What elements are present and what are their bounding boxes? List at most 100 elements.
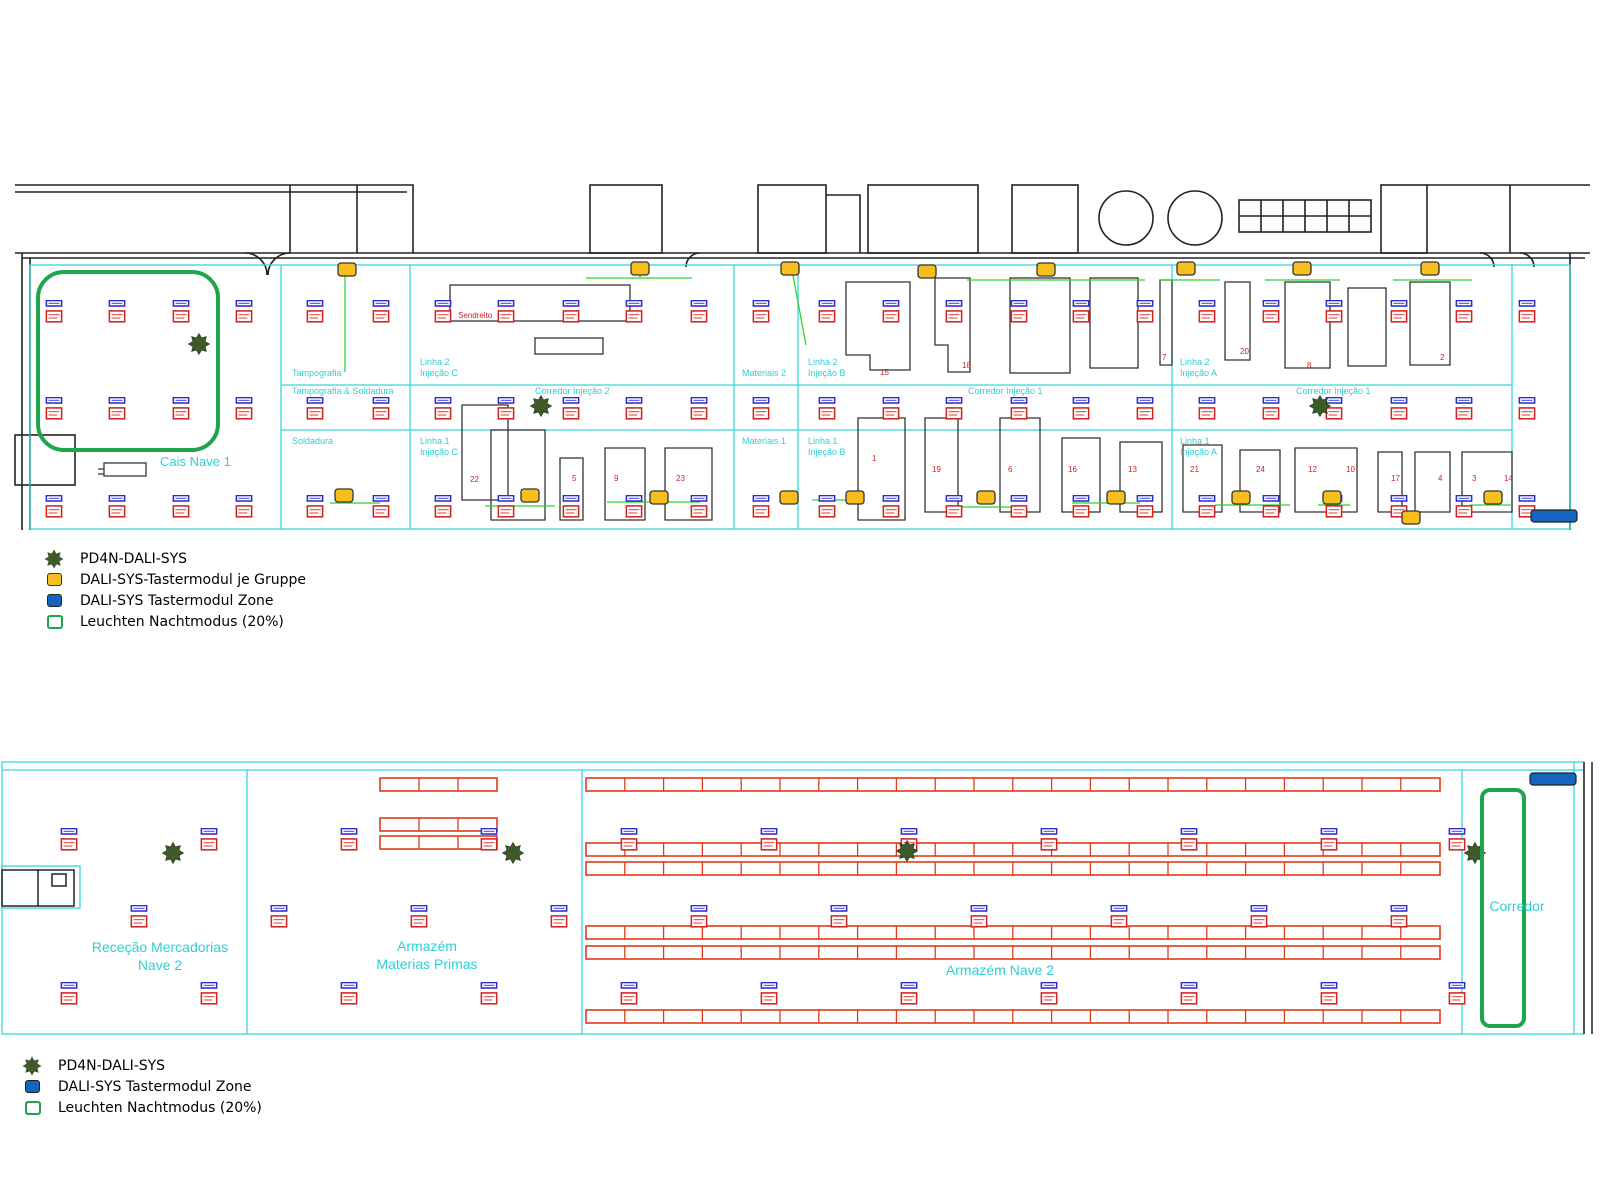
luminaire-icon bbox=[108, 397, 126, 420]
luminaire-icon bbox=[562, 495, 580, 518]
luminaire-icon bbox=[1198, 300, 1216, 323]
luminaire-icon bbox=[1198, 495, 1216, 518]
luminaire-icon bbox=[172, 495, 190, 518]
legend-label: PD4N-DALI-SYS bbox=[58, 1058, 166, 1074]
machine-number: 17 bbox=[1391, 474, 1400, 483]
zone-label: Materiais 1 bbox=[742, 436, 786, 446]
machine-number: 7 bbox=[1162, 353, 1167, 362]
night-mode-icon bbox=[25, 1101, 41, 1115]
zone-label: Corredor Injeção 1 bbox=[1296, 386, 1371, 396]
plan-2-right-wall bbox=[1583, 762, 1593, 1034]
zone-label: Armazém Nave 2 bbox=[946, 962, 1054, 978]
sensor-icon bbox=[22, 1056, 42, 1076]
zone-pushbutton-icon bbox=[1530, 509, 1578, 523]
luminaire-icon bbox=[818, 397, 836, 420]
zone-label: Corredor Injeção 2 bbox=[535, 386, 610, 396]
luminaire-icon bbox=[235, 300, 253, 323]
luminaire-icon bbox=[1250, 905, 1268, 928]
zone-label: Armazém bbox=[397, 938, 457, 954]
plan-1-building-walls bbox=[14, 184, 1590, 530]
luminaire-icon bbox=[1448, 982, 1466, 1005]
machine-number: 8 bbox=[1307, 361, 1312, 370]
luminaire-icon bbox=[562, 397, 580, 420]
machine-number: 13 bbox=[1128, 465, 1137, 474]
luminaire-icon bbox=[882, 495, 900, 518]
luminaire-icon bbox=[900, 982, 918, 1005]
luminaire-icon bbox=[945, 397, 963, 420]
night-mode-icon bbox=[47, 615, 63, 629]
zone-label: Corredor bbox=[1489, 898, 1545, 914]
luminaire-icon bbox=[200, 982, 218, 1005]
luminaire-icon bbox=[1180, 982, 1198, 1005]
luminaire-icon bbox=[1010, 397, 1028, 420]
luminaire-icon bbox=[1262, 495, 1280, 518]
luminaire-icon bbox=[1320, 982, 1338, 1005]
luminaire-icon bbox=[1455, 495, 1473, 518]
machine-number: 12 bbox=[1308, 465, 1317, 474]
luminaire-icon bbox=[752, 495, 770, 518]
luminaire-icon bbox=[818, 300, 836, 323]
luminaire-icon bbox=[818, 495, 836, 518]
luminaire-icon bbox=[1010, 300, 1028, 323]
machine-number: 21 bbox=[1190, 465, 1199, 474]
plan-2-boundaries bbox=[1, 761, 1585, 1035]
luminaire-icon bbox=[945, 300, 963, 323]
legend-label: Leuchten Nachtmodus (20%) bbox=[58, 1100, 262, 1116]
luminaire-icon bbox=[550, 905, 568, 928]
machine-number: 2 bbox=[1440, 353, 1445, 362]
zone-label: Receção Mercadorias bbox=[92, 939, 228, 955]
zone-label: Injeção B bbox=[808, 368, 846, 378]
legend-item: DALI-SYS Tastermodul Zone bbox=[22, 1077, 252, 1097]
plan-1-zone-boundaries bbox=[29, 264, 1571, 530]
luminaire-icon bbox=[497, 300, 515, 323]
luminaire-icon bbox=[235, 495, 253, 518]
zone-label: Cais Nave 1 bbox=[160, 454, 231, 469]
luminaire-icon bbox=[1010, 495, 1028, 518]
plan-1-forklift-icon bbox=[98, 462, 147, 477]
luminaire-icon bbox=[45, 300, 63, 323]
luminaire-icon bbox=[760, 828, 778, 851]
machine-number: 14 bbox=[1504, 474, 1513, 483]
luminaire-icon bbox=[1390, 397, 1408, 420]
legend-item: Leuchten Nachtmodus (20%) bbox=[22, 1098, 262, 1118]
luminaire-icon bbox=[1136, 300, 1154, 323]
zone-label: Tampografia & Soldadura bbox=[292, 386, 394, 396]
storage-rack bbox=[379, 835, 498, 850]
zone-label: Injeção A bbox=[1180, 368, 1217, 378]
zone-label: Injeção C bbox=[420, 368, 459, 378]
legend-label: Leuchten Nachtmodus (20%) bbox=[80, 614, 284, 630]
luminaire-icon bbox=[410, 905, 428, 928]
luminaire-icon bbox=[752, 397, 770, 420]
plan-2-sensors bbox=[162, 840, 1486, 864]
plan-1-pushbuttons bbox=[334, 261, 1578, 525]
luminaire-icon bbox=[1262, 397, 1280, 420]
luminaire-icon bbox=[1072, 495, 1090, 518]
luminaire-icon bbox=[434, 300, 452, 323]
luminaire-icon bbox=[1320, 828, 1338, 851]
zone-label: Injeção A bbox=[1180, 447, 1217, 457]
luminaire-icon bbox=[690, 300, 708, 323]
machine-number: 6 bbox=[1008, 465, 1013, 474]
luminaire-icon bbox=[372, 397, 390, 420]
zone-label: Linha 1 bbox=[1180, 436, 1210, 446]
luminaire-icon bbox=[270, 905, 288, 928]
plan-2-small-room bbox=[1, 869, 75, 907]
machine-number: 19 bbox=[932, 465, 941, 474]
luminaire-icon bbox=[690, 397, 708, 420]
pushbutton-group-icon bbox=[47, 573, 62, 586]
luminaire-icon bbox=[620, 982, 638, 1005]
plan-1-luminaires bbox=[45, 300, 1536, 518]
zone-label: Nave 2 bbox=[138, 957, 183, 973]
legend-item: PD4N-DALI-SYS bbox=[44, 549, 187, 569]
luminaire-icon bbox=[690, 905, 708, 928]
luminaire-icon bbox=[434, 495, 452, 518]
luminaire-icon bbox=[1040, 828, 1058, 851]
zone-label: Corredor Injeção 1 bbox=[968, 386, 1043, 396]
luminaire-icon bbox=[1455, 300, 1473, 323]
luminaire-icon bbox=[752, 300, 770, 323]
luminaire-icon bbox=[108, 495, 126, 518]
legend-item: DALI-SYS-Tastermodul je Gruppe bbox=[44, 570, 306, 590]
luminaire-icon bbox=[1325, 397, 1343, 420]
legend-item: Leuchten Nachtmodus (20%) bbox=[44, 612, 284, 632]
luminaire-icon bbox=[970, 905, 988, 928]
